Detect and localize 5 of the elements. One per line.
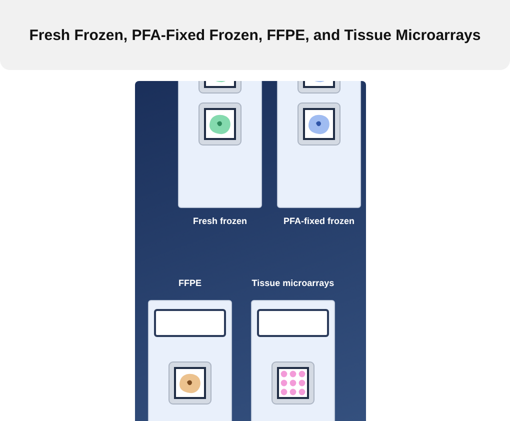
slide-caption: Tissue microarrays (250, 278, 336, 288)
slide-caption: FFPE (177, 278, 202, 288)
slide-caption: Fresh frozen (192, 216, 248, 226)
slide-caption: PFA-fixed frozen (282, 216, 356, 226)
title-banner: Fresh Frozen, PFA-Fixed Frozen, FFPE, and Tissue Microarrays (0, 0, 510, 70)
